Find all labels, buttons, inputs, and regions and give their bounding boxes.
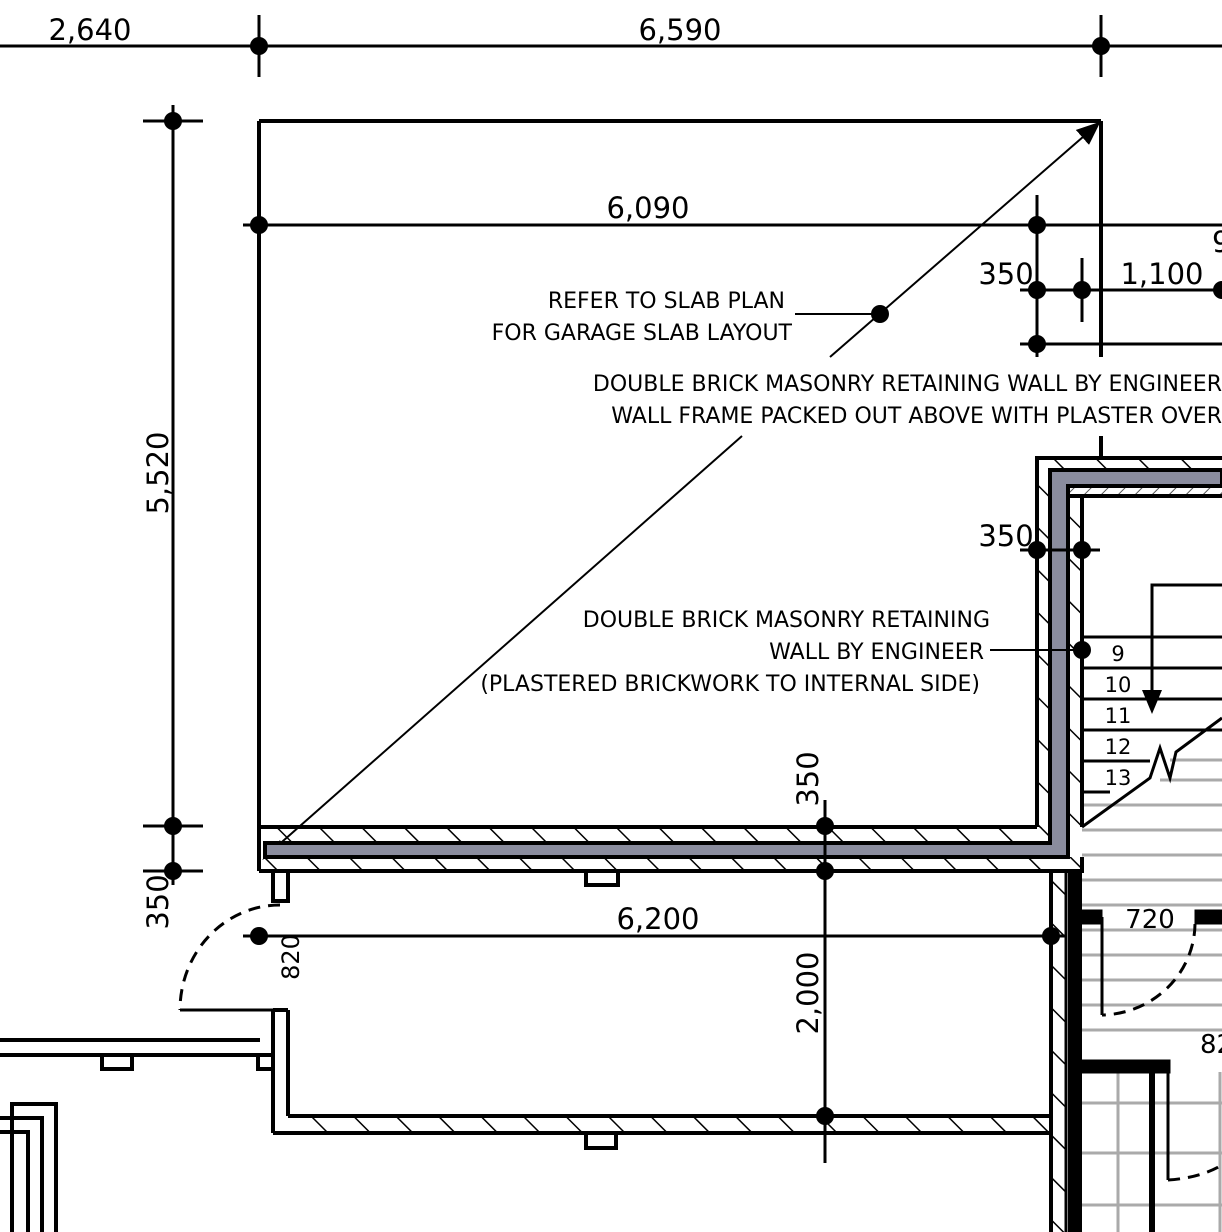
stair-number: 13 [1105, 766, 1132, 790]
dim-lower-depth: 2,000 [791, 951, 825, 1034]
retaining-note-top-1: DOUBLE BRICK MASONRY RETAINING WALL BY E… [593, 372, 1222, 397]
stair-arrow-icon [1142, 690, 1162, 714]
dim-9: 9 [1212, 225, 1222, 259]
dim-garage-width: 6,090 [606, 191, 689, 225]
dim-350-top: 350 [978, 257, 1033, 291]
dim-dot [250, 37, 268, 55]
dim-top-main: 6,590 [638, 13, 721, 47]
stairs [1081, 583, 1222, 829]
stair-number: 9 [1111, 642, 1124, 666]
stair-number: 12 [1105, 735, 1132, 759]
small-dimensions [1020, 195, 1222, 357]
slab-note-1: REFER TO SLAB PLAN [548, 289, 785, 314]
stair-number: 10 [1105, 673, 1132, 697]
slab-note-2: FOR GARAGE SLAB LAYOUT [492, 321, 793, 346]
stair-number: 11 [1105, 704, 1132, 728]
dim-350-right: 350 [978, 519, 1033, 553]
dim-door-720: 720 [1125, 905, 1175, 935]
door-720 [1081, 909, 1222, 1232]
top-dimension [0, 15, 1222, 77]
dim-top-left: 2,640 [48, 13, 131, 47]
diagonal-arrow [829, 121, 1101, 358]
dim-1100: 1,100 [1120, 257, 1203, 291]
door-swing-820 [178, 903, 281, 1011]
dim-lower-width: 6,200 [616, 902, 699, 936]
dim-door-82: 82 [1200, 1030, 1222, 1060]
dim-door-820: 820 [277, 934, 305, 980]
retaining-wall [259, 456, 1222, 873]
retaining-note-mid-2: WALL BY ENGINEER [769, 640, 984, 665]
dim-wall-left: 350 [141, 874, 175, 929]
diagonal-line [265, 435, 743, 857]
retaining-note-mid-1: DOUBLE BRICK MASONRY RETAINING [583, 608, 990, 633]
retaining-note-top-2: WALL FRAME PACKED OUT ABOVE WITH PLASTER… [611, 404, 1222, 429]
dim-wall-350-bottom: 350 [791, 751, 825, 806]
dim-dot [1092, 37, 1110, 55]
garage-outline [257, 119, 1103, 871]
dim-garage-depth: 5,520 [141, 431, 175, 514]
retaining-note-mid-3: (PLASTERED BRICKWORK TO INTERNAL SIDE) [480, 672, 980, 697]
